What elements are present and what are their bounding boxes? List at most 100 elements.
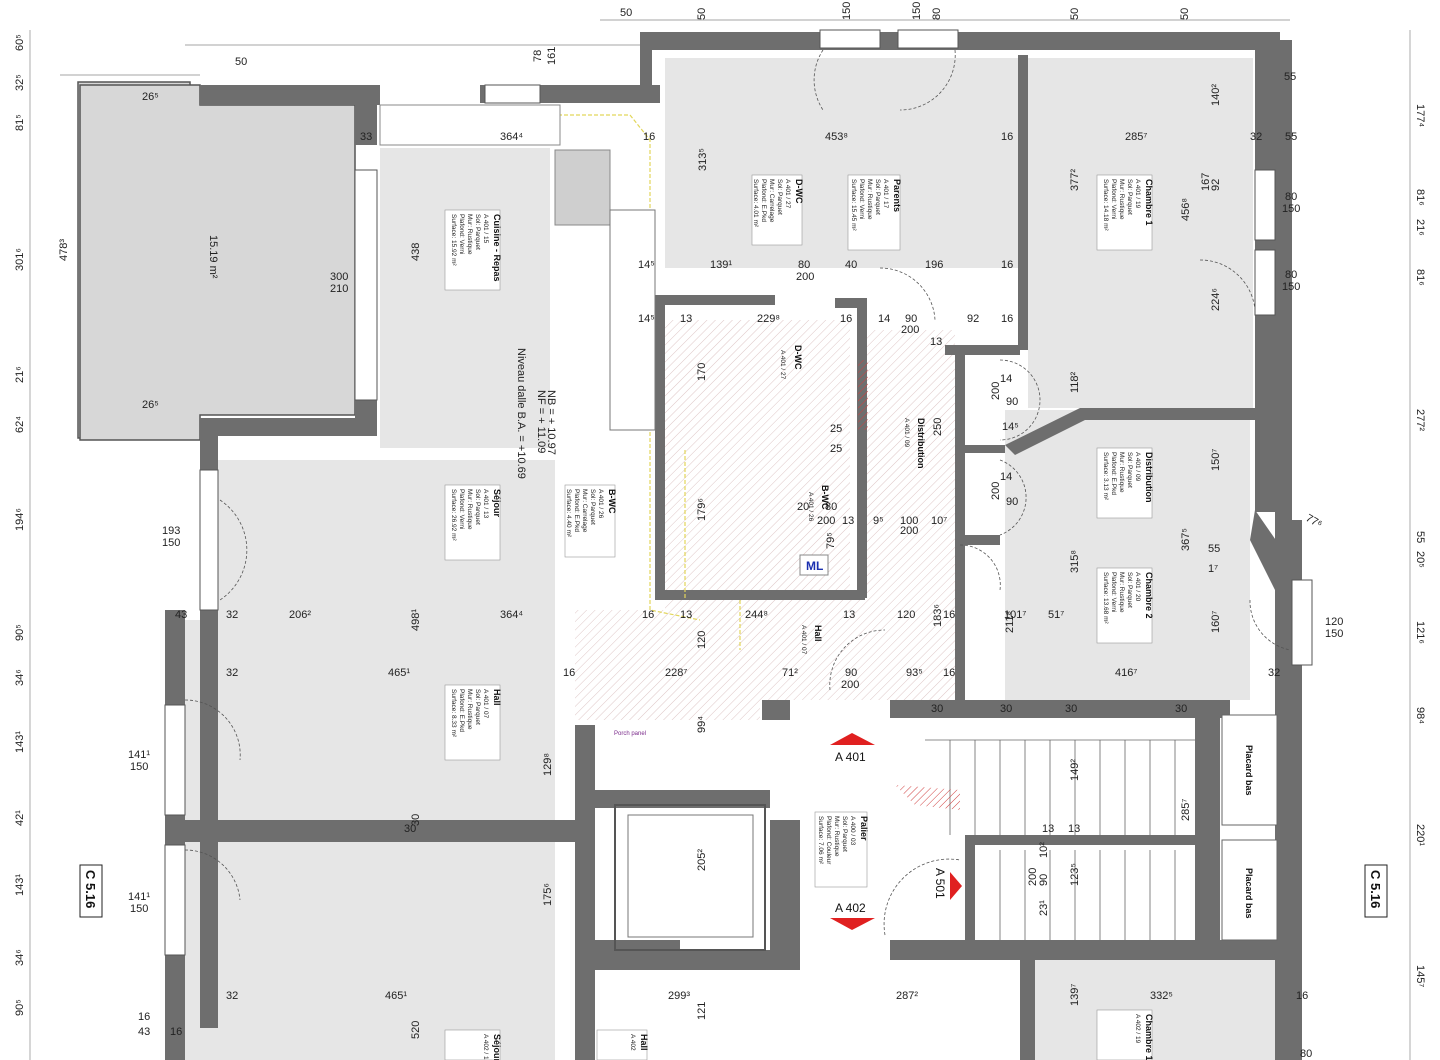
svg-text:205²: 205² xyxy=(696,849,708,871)
svg-text:50: 50 xyxy=(1069,8,1081,20)
svg-text:13: 13 xyxy=(843,609,855,621)
svg-text:D-WC: D-WC xyxy=(793,345,803,370)
svg-text:25: 25 xyxy=(830,423,842,435)
svg-text:301⁶: 301⁶ xyxy=(14,248,26,271)
svg-text:177⁴: 177⁴ xyxy=(1414,104,1426,127)
svg-text:220¹: 220¹ xyxy=(1414,824,1426,846)
svg-text:50: 50 xyxy=(620,7,632,19)
svg-text:92: 92 xyxy=(1210,179,1222,191)
svg-text:520: 520 xyxy=(410,1021,422,1039)
svg-text:30: 30 xyxy=(404,823,416,835)
svg-text:80: 80 xyxy=(1300,1048,1312,1060)
room-detail-line: A 401 / 09 xyxy=(1134,452,1141,482)
svg-text:193: 193 xyxy=(162,525,180,537)
room-detail-line: A 401 / 19 xyxy=(1134,179,1141,209)
room-detail-line: A 401 / 15 xyxy=(482,214,489,244)
svg-text:140²: 140² xyxy=(1210,84,1222,106)
room-detail-line: Plafond: E.Pkd xyxy=(458,689,465,732)
svg-text:81⁶: 81⁶ xyxy=(1414,269,1426,286)
svg-text:51⁷: 51⁷ xyxy=(1048,609,1064,621)
svg-text:13: 13 xyxy=(930,336,942,348)
svg-text:80: 80 xyxy=(931,8,943,20)
room-title: Séjour xyxy=(492,489,502,518)
room-detail-line: Plafond: E.Pkd xyxy=(573,489,580,532)
room-detail-line: Surface: 4.40 m² xyxy=(565,489,572,538)
svg-text:200: 200 xyxy=(1027,868,1039,886)
svg-text:40: 40 xyxy=(845,259,857,271)
room-detail-line: A 400 / 03 xyxy=(849,816,856,846)
svg-text:210: 210 xyxy=(330,283,348,295)
svg-text:364⁴: 364⁴ xyxy=(500,609,523,621)
svg-text:23¹: 23¹ xyxy=(1038,900,1050,916)
dimensions-row5: 32 465¹ 299³ 287² 332⁵ 16 43 16 xyxy=(138,990,1173,1038)
dimensions-row4: 32 465¹ 16 228⁷ 71² 90 200 93⁵ 16 416⁷ 3… xyxy=(226,667,1280,691)
svg-text:101⁷: 101⁷ xyxy=(1004,609,1026,621)
svg-text:118²: 118² xyxy=(1069,371,1081,393)
svg-text:10⁷: 10⁷ xyxy=(931,515,947,527)
room-title: Chambre 2 xyxy=(1144,572,1154,619)
svg-text:80: 80 xyxy=(798,259,810,271)
room-detail-line: Sol: Parquet xyxy=(474,689,481,725)
svg-text:A 401 / 09: A 401 / 09 xyxy=(903,418,910,448)
svg-text:90: 90 xyxy=(845,667,857,679)
svg-text:149²: 149² xyxy=(1069,759,1081,781)
room-detail-line: Surface: 26.92 m² xyxy=(450,489,457,541)
svg-text:167: 167 xyxy=(1200,173,1212,191)
svg-text:120: 120 xyxy=(897,609,915,621)
room-title: Chambre 1 xyxy=(1144,179,1154,226)
svg-text:32: 32 xyxy=(226,990,238,1002)
svg-text:13: 13 xyxy=(1068,823,1080,835)
svg-text:32: 32 xyxy=(1250,131,1262,143)
svg-text:250: 250 xyxy=(932,418,944,436)
svg-text:141¹: 141¹ xyxy=(128,891,150,903)
svg-text:143¹: 143¹ xyxy=(14,731,26,753)
svg-text:43: 43 xyxy=(175,609,187,621)
dimensions-right: 177⁴ 81⁶ 21⁶ 81⁶ 277² 55 20⁵ 121⁶ 98⁴ 22… xyxy=(1414,104,1426,987)
svg-text:287²: 287² xyxy=(896,990,918,1002)
svg-text:150: 150 xyxy=(162,537,180,549)
svg-text:26⁵: 26⁵ xyxy=(142,91,159,103)
svg-text:32⁵: 32⁵ xyxy=(14,74,26,91)
room-detail-line: A 401 / 20 xyxy=(1134,572,1141,602)
svg-text:78: 78 xyxy=(532,50,544,62)
svg-text:129⁸: 129⁸ xyxy=(542,753,554,776)
room-detail-line: Mur: Rustique xyxy=(466,489,473,530)
dimensions-row1: 364⁴ 16 453⁸ 16 285⁷ 33 32 55 xyxy=(360,131,1297,143)
svg-text:93⁵: 93⁵ xyxy=(906,667,923,679)
svg-text:200: 200 xyxy=(901,324,919,336)
room-detail-line: Surface: 14.18 m² xyxy=(1102,179,1109,231)
dimensions-row3: 43 32 206² 364⁴ 16 13 244⁸ 13 120 16 101… xyxy=(175,609,1064,621)
svg-text:285⁷: 285⁷ xyxy=(1180,799,1192,821)
svg-text:34⁶: 34⁶ xyxy=(14,669,26,686)
svg-text:200: 200 xyxy=(990,482,1002,500)
room-detail-line: Plafond: E.Pkd xyxy=(760,179,767,222)
room-detail-line: Mur: Rustique xyxy=(1118,179,1125,220)
svg-text:55: 55 xyxy=(1208,543,1220,555)
room-detail-line: Plafond: Verni xyxy=(1110,179,1117,219)
svg-text:141¹: 141¹ xyxy=(128,749,150,761)
svg-text:50: 50 xyxy=(235,56,247,68)
svg-text:150: 150 xyxy=(1282,203,1300,215)
svg-text:16: 16 xyxy=(1001,259,1013,271)
svg-text:300: 300 xyxy=(330,271,348,283)
room-detail-line: Surface: 15.92 m² xyxy=(450,214,457,266)
room-detail-line: Sol: Parquet xyxy=(589,489,596,525)
kitchen-island xyxy=(554,149,611,226)
svg-text:16: 16 xyxy=(1001,313,1013,325)
svg-text:14⁵: 14⁵ xyxy=(638,259,655,271)
room-detail-line: Sol: Parquet xyxy=(874,179,881,215)
svg-text:16: 16 xyxy=(840,313,852,325)
marker-a501-arrow xyxy=(950,872,962,900)
svg-text:194⁶: 194⁶ xyxy=(14,508,26,531)
room-detail-line: Surface: 7.06 m² xyxy=(817,816,824,865)
svg-text:60⁵: 60⁵ xyxy=(14,34,26,51)
svg-text:121: 121 xyxy=(696,1002,708,1020)
svg-text:13: 13 xyxy=(1042,823,1054,835)
svg-text:200: 200 xyxy=(990,382,1002,400)
svg-text:55: 55 xyxy=(1414,531,1426,543)
svg-text:55: 55 xyxy=(1285,131,1297,143)
room-detail-line: A 401 / 17 xyxy=(882,179,889,209)
